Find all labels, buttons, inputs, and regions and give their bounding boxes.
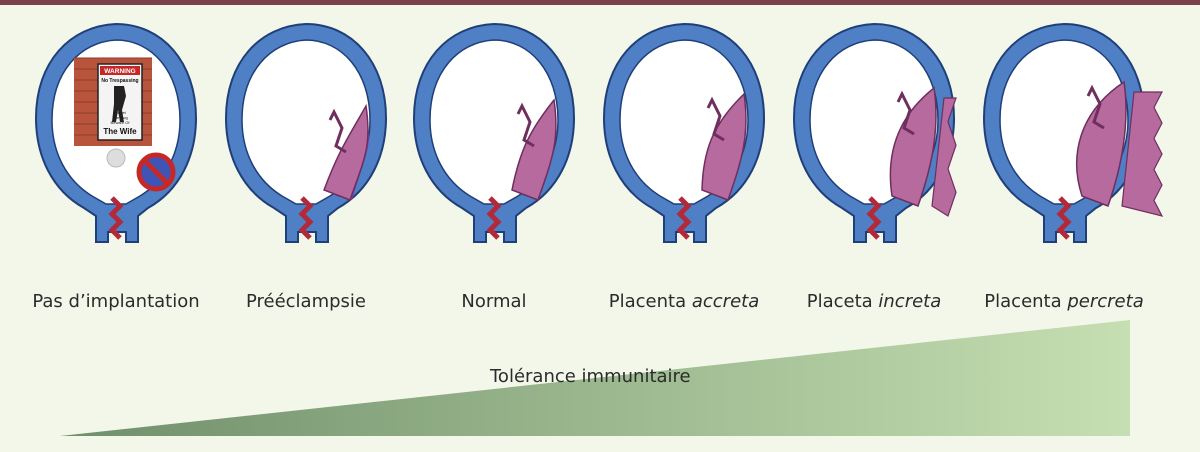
stage-label-increta: Placeta increta xyxy=(807,291,942,312)
warning-line-4: Beware Of xyxy=(111,120,131,125)
immune-tolerance-wedge xyxy=(60,320,1130,436)
wall-invasion xyxy=(1121,91,1164,217)
warning-header: WARNING xyxy=(104,68,135,75)
placenta xyxy=(511,98,557,201)
stage-label-preeclampsie: Prééclampsie xyxy=(246,291,366,312)
stage-label-main: Placenta xyxy=(984,291,1067,312)
uterus-accreta xyxy=(602,22,766,243)
stage-label-italic: percreta xyxy=(1066,291,1143,312)
uterus-normal xyxy=(412,22,576,243)
wall-invasion xyxy=(931,97,957,217)
warning-line-3: The Dog xyxy=(112,115,127,120)
placenta-body xyxy=(511,98,557,201)
umbilical-cord xyxy=(706,96,725,142)
stage-label-accreta: Placenta accreta xyxy=(609,291,759,312)
stage-label-main: Normal xyxy=(461,291,526,312)
stage-label-percreta: Placenta percreta xyxy=(984,291,1143,312)
uterus-increta xyxy=(792,22,957,243)
placenta-body xyxy=(1076,80,1127,207)
umbilical-cord xyxy=(516,102,535,148)
stage-label-italic: accreta xyxy=(692,291,759,312)
egg-icon xyxy=(106,148,126,168)
stage-labels-row: Pas d’implantation Prééclampsie Normal Plac… xyxy=(32,291,1143,312)
cervix xyxy=(108,196,124,240)
umbilical-cord xyxy=(328,108,347,154)
cervix xyxy=(866,196,882,240)
stage-label-main: Prééclampsie xyxy=(246,291,366,312)
placenta-body xyxy=(323,103,369,201)
stage-label-normal: Normal xyxy=(461,291,526,312)
stage-label-main: Placenta xyxy=(609,291,692,312)
uterus-percreta xyxy=(982,22,1164,243)
immune-tolerance-label: Tolérance immunitaire xyxy=(489,366,691,387)
uterus-preeclampsie xyxy=(224,22,388,243)
placenta-body xyxy=(701,92,747,201)
cervix xyxy=(1056,196,1072,240)
stage-label-italic: increta xyxy=(878,291,941,312)
stage-label-pas-implantation: Pas d’implantation xyxy=(32,291,199,312)
top-border xyxy=(0,0,1200,5)
cervix xyxy=(298,196,314,240)
placenta xyxy=(1076,80,1164,217)
stage-label-main: Placeta xyxy=(807,291,879,312)
cervix xyxy=(486,196,502,240)
no-parking-slash xyxy=(142,158,170,186)
placenta xyxy=(889,86,957,217)
placenta xyxy=(701,92,747,201)
cervix xyxy=(676,196,692,240)
placenta xyxy=(323,103,370,201)
gunman-silhouette-icon xyxy=(112,86,126,122)
warning-line-1: No Trespassing xyxy=(101,78,138,84)
warning-line-2: Forget xyxy=(114,110,126,115)
umbilical-cord xyxy=(1086,84,1105,130)
umbilical-cord xyxy=(896,90,915,136)
warning-line-5: The Wife xyxy=(103,127,137,136)
stage-label-main: Pas d’implantation xyxy=(32,291,199,312)
